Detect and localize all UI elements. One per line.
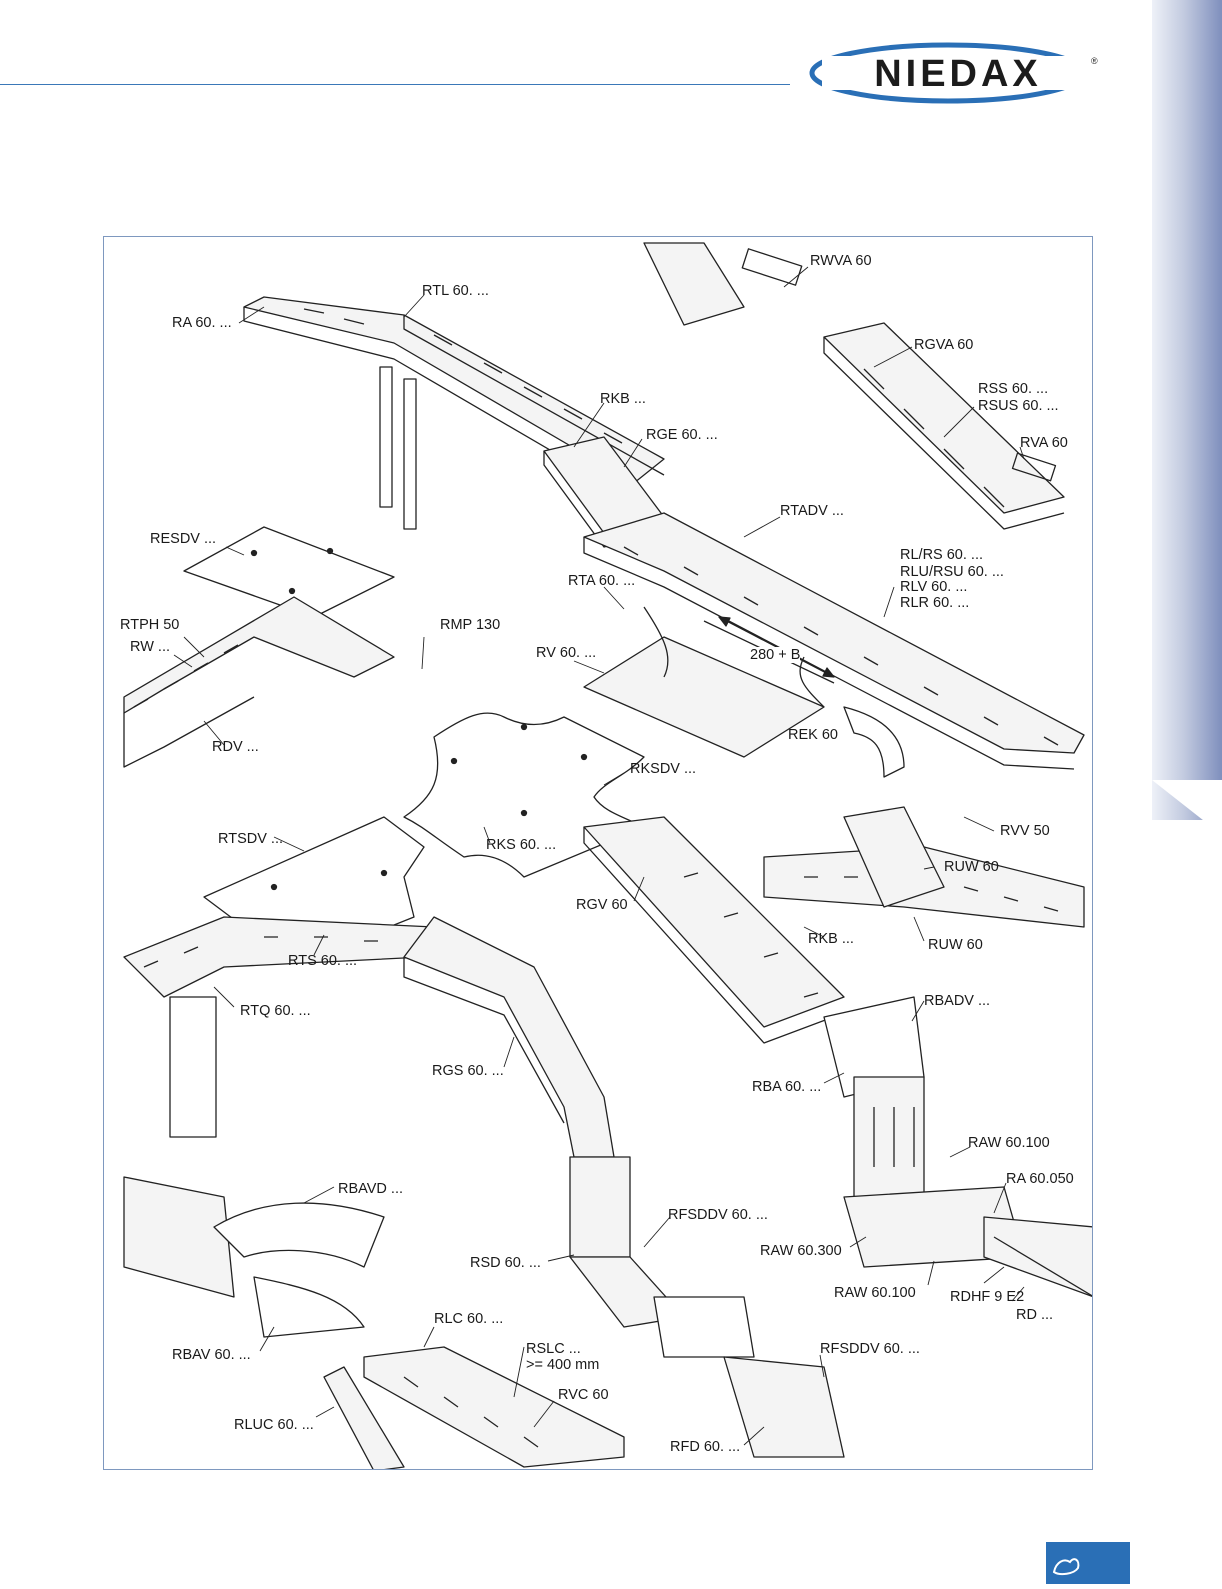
logo-wordmark: NIEDAX: [874, 53, 1042, 95]
page-fold: [1152, 780, 1222, 835]
tray-tee-left: [123, 916, 435, 1138]
label-rtl60: RTL 60. ...: [422, 283, 489, 299]
label-rtadv: RTADV ...: [780, 503, 844, 519]
label-rbadv: RBADV ...: [924, 993, 991, 1009]
page-corner-badge: [1046, 1542, 1130, 1584]
label-rluc60: RLUC 60. ...: [234, 1417, 314, 1433]
label-rlv60: RLV 60. ...: [900, 579, 968, 595]
tray-drop-rsd: [569, 1156, 845, 1458]
leader-lines: [173, 266, 1025, 1446]
label-rss60: RSS 60. ...: [978, 381, 1049, 397]
tray-run-rd: [983, 1216, 1092, 1297]
label-rslc-min: >= 400 mm: [526, 1357, 600, 1373]
label-raw60100-b: RAW 60.100: [834, 1285, 916, 1301]
label-raw60300: RAW 60.300: [760, 1243, 842, 1259]
label-rslc: RSLC ...: [526, 1341, 581, 1357]
label-rfd60: RFD 60. ...: [670, 1439, 741, 1455]
label-rva60: RVA 60: [1020, 435, 1068, 451]
label-rgv60: RGV 60: [576, 897, 628, 913]
label-rfsddv-b: RFSDDV 60. ...: [820, 1341, 920, 1357]
label-resdv: RESDV ...: [150, 531, 217, 547]
label-rvc60: RVC 60: [558, 1387, 609, 1403]
label-rba60: RBA 60. ...: [752, 1079, 822, 1095]
label-rgs60: RGS 60. ...: [432, 1063, 504, 1079]
side-gradient-band: [1152, 0, 1222, 820]
tray-part-rek: [843, 706, 905, 778]
label-rtsdv: RTSDV ...: [218, 831, 283, 847]
tray-elbow-left: [123, 596, 395, 768]
label-rlc60: RLC 60. ...: [434, 1311, 504, 1327]
tray-bottom-left: [123, 1176, 385, 1338]
label-rks60: RKS 60. ...: [486, 837, 557, 853]
label-rtph50: RTPH 50: [120, 617, 180, 633]
tray-drop-rba: [823, 996, 1025, 1268]
label-rbav60: RBAV 60. ...: [172, 1347, 251, 1363]
label-rsus60: RSUS 60. ...: [978, 398, 1059, 414]
header-rule: [0, 84, 790, 85]
label-ruw60-a: RUW 60: [944, 859, 999, 875]
cable-tray-drawing: [123, 242, 1092, 1469]
label-rvv50: RVV 50: [1000, 823, 1050, 839]
label-rsd60: RSD 60. ...: [470, 1255, 541, 1271]
tray-run-right-ruw: [763, 806, 1085, 928]
diagram-frame: RA 60. ... RTL 60. ... RKB ... RGE 60. .…: [103, 236, 1093, 1470]
label-rlu-rsu: RLU/RSU 60. ...: [900, 564, 1004, 580]
label-rge60: RGE 60. ...: [646, 427, 718, 443]
label-ra60: RA 60. ...: [172, 315, 232, 331]
label-rwva60: RWVA 60: [810, 253, 872, 269]
label-rd: RD ...: [1016, 1307, 1054, 1323]
label-ruw60-b: RUW 60: [928, 937, 983, 953]
tray-bend-rgs: [403, 916, 615, 1158]
tray-run-top-right: [643, 242, 1065, 530]
label-rv60: RV 60. ...: [536, 645, 597, 661]
label-rl-rs: RL/RS 60. ...: [900, 547, 984, 563]
label-rfsddv-a: RFSDDV 60. ...: [668, 1207, 768, 1223]
label-rw: RW ...: [130, 639, 171, 655]
label-rksdv: RKSDV ...: [630, 761, 697, 777]
badge-emblem-icon: [1052, 1558, 1080, 1576]
label-rtq60: RTQ 60. ...: [240, 1003, 311, 1019]
label-dimension: 280 + B: [750, 647, 801, 663]
label-rgva60: RGVA 60: [914, 337, 974, 353]
tray-bottom-center: [323, 1346, 625, 1469]
label-rkb-top: RKB ...: [600, 391, 646, 407]
label-rts60: RTS 60. ...: [288, 953, 358, 969]
cover-resdv: [183, 526, 395, 618]
tray-incline-rgv: [583, 816, 845, 1044]
niedax-logo: NIEDAX ®: [809, 42, 1098, 104]
label-rlr60: RLR 60. ...: [900, 595, 970, 611]
label-rkb-mid: RKB ...: [808, 931, 854, 947]
label-rmp130: RMP 130: [440, 617, 501, 633]
label-rdv: RDV ...: [212, 739, 259, 755]
label-rbavd: RBAVD ...: [338, 1181, 403, 1197]
label-rdhf: RDHF 9 E2: [950, 1289, 1025, 1305]
tray-run-main: [583, 512, 1085, 770]
label-rta60: RTA 60. ...: [568, 573, 636, 589]
label-raw60100-a: RAW 60.100: [968, 1135, 1050, 1151]
registered-mark: ®: [1091, 56, 1098, 66]
label-rek60: REK 60: [788, 727, 838, 743]
label-ra60050: RA 60.050: [1006, 1171, 1074, 1187]
